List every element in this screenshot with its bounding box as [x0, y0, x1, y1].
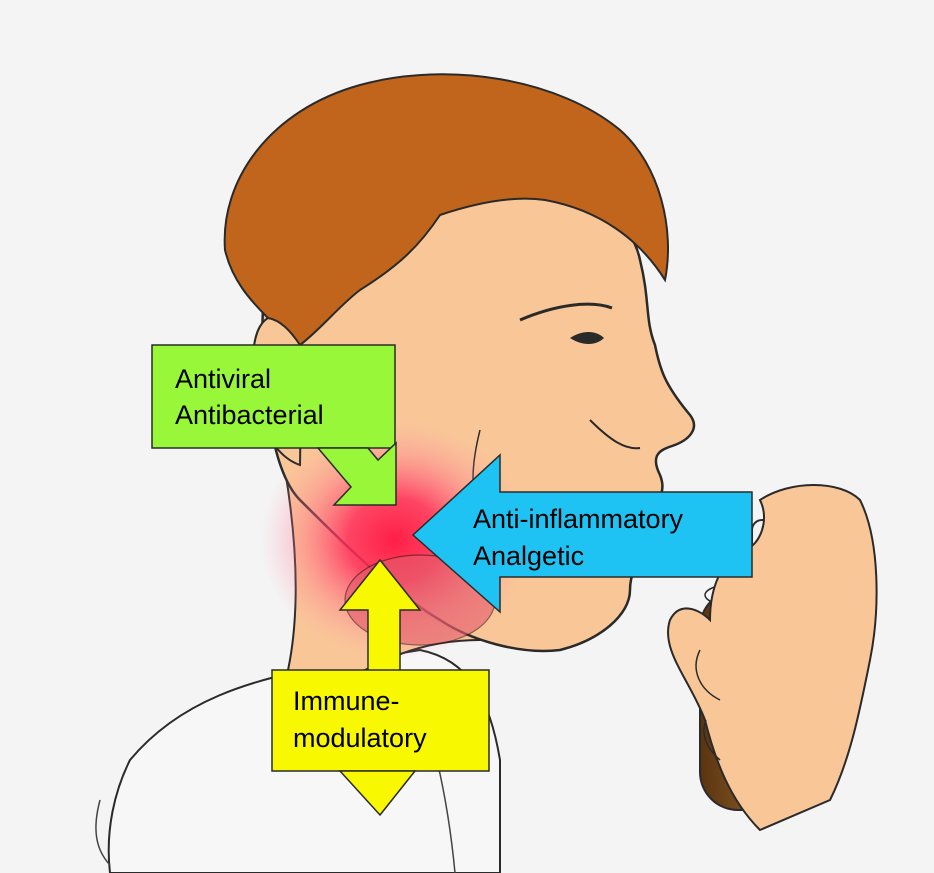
antiviral-label-box [152, 345, 395, 448]
antiviral-label: Antiviral [175, 364, 271, 394]
immune-label: Immune- [293, 686, 400, 716]
analgetic-label: Analgetic [473, 541, 584, 571]
antibacterial-label: Antibacterial [175, 400, 324, 430]
anti-inflammatory-label: Anti-inflammatory [473, 504, 684, 534]
modulatory-label: modulatory [293, 723, 427, 753]
